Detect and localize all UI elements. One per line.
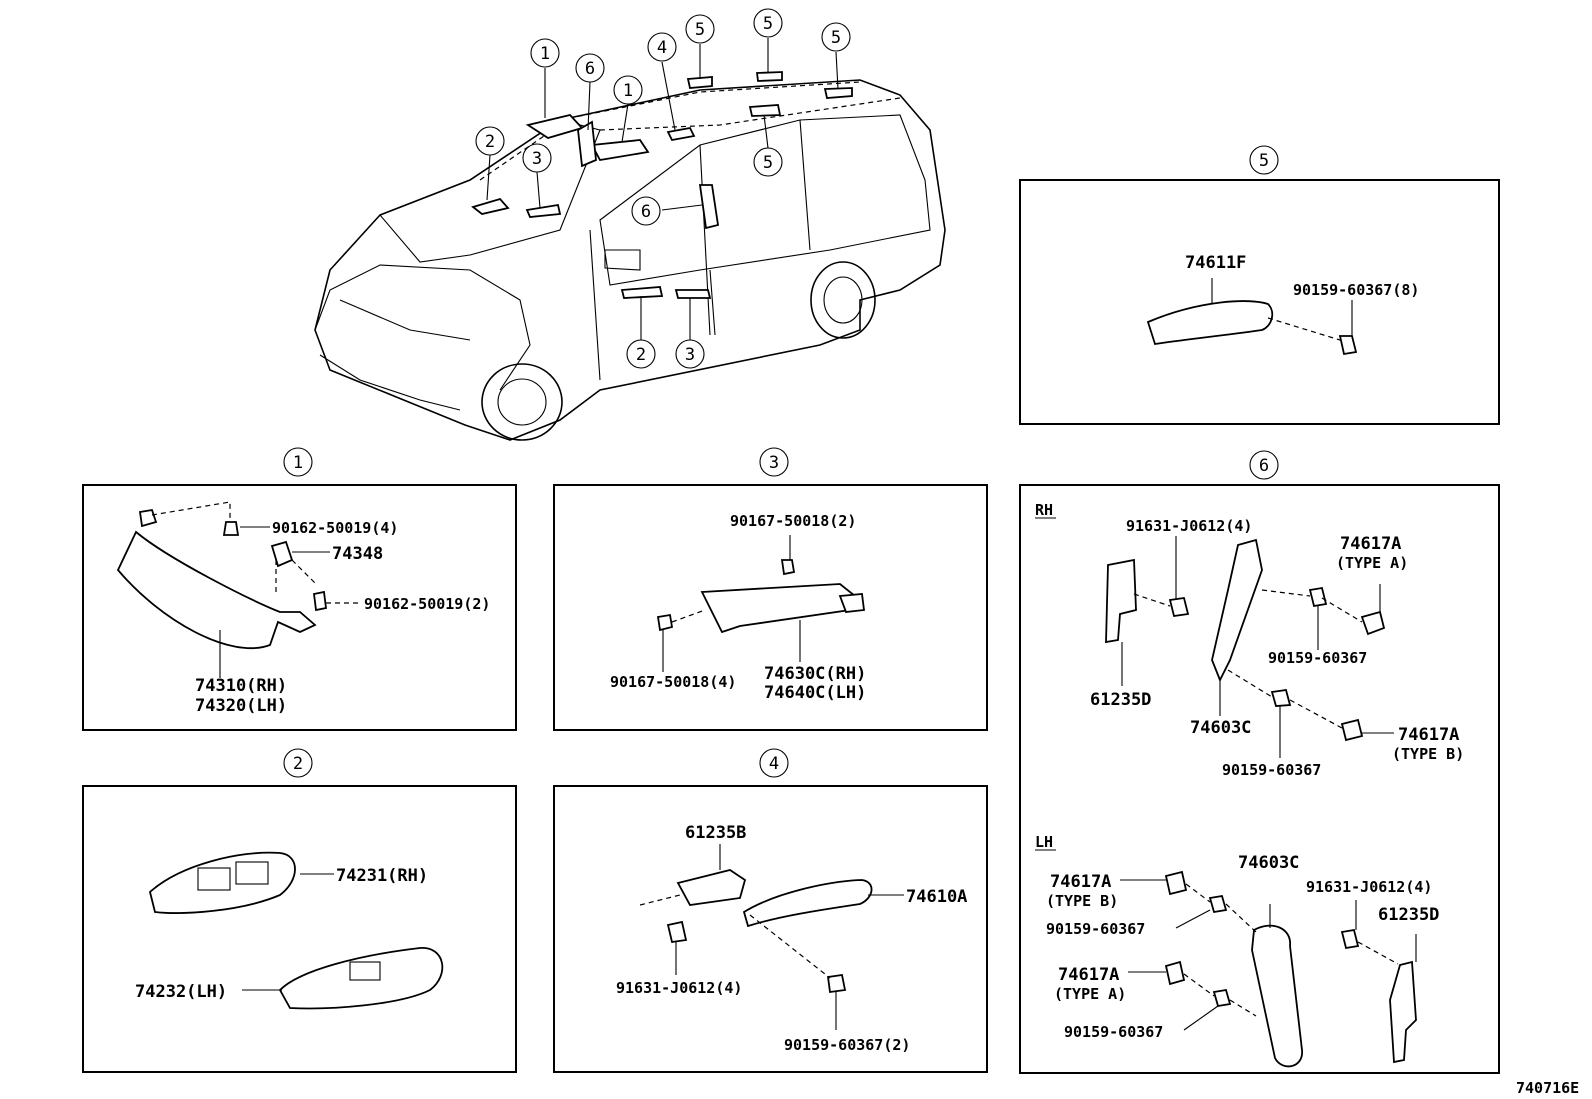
vehicle-callouts: 1 6 1 4 5 5 5 5 2 3 6 2 3 bbox=[475, 8, 851, 369]
panel-6-lh-bolt-label: 91631-J0612(4) bbox=[1306, 878, 1432, 896]
panel-5-title: 5 bbox=[1259, 151, 1269, 171]
grip-74611f-part bbox=[1146, 300, 1274, 346]
sun-visor-part bbox=[116, 530, 317, 650]
panel-6-rh-bracket-label: 61235D bbox=[1090, 690, 1151, 710]
panel-2-title: 2 bbox=[293, 754, 303, 774]
panel-6-lh-screw-2-label: 90159-60367 bbox=[1064, 1023, 1163, 1041]
panel-6-rh-screw-1-label: 90159-60367 bbox=[1268, 649, 1367, 667]
panel-1-frame bbox=[82, 484, 517, 731]
panel-6-lh-screw-1-label: 90159-60367 bbox=[1046, 920, 1145, 938]
panel-6-lh-cover-b-label: 74617A bbox=[1050, 872, 1111, 892]
panel-4-title: 4 bbox=[769, 754, 779, 774]
panel-6-assist-grip: 6 RH 91631-J0612(4) 74617A (TYPE A) 9015… bbox=[1019, 450, 1500, 1074]
switch-base-lh-part bbox=[278, 947, 444, 1010]
panel-6-rh-label: RH bbox=[1035, 501, 1053, 519]
lh-bracket-part bbox=[1389, 960, 1417, 1064]
panel-5-grip-label: 74611F bbox=[1185, 253, 1246, 273]
callout-5-c: 5 bbox=[821, 22, 851, 52]
rh-bracket-part bbox=[1105, 558, 1137, 644]
panel-6-title: 6 bbox=[1259, 456, 1269, 476]
panel-6-rh-cover-b-label: 74617A bbox=[1398, 725, 1459, 745]
panel-3-frame bbox=[553, 484, 988, 731]
panel-4-screw-label: 90159-60367(2) bbox=[784, 1036, 910, 1054]
panel-4-assist-grip: 4 61235B 74610A 91631-J0612(4) 90159-603… bbox=[553, 748, 988, 1073]
svg-text:5: 5 bbox=[763, 153, 773, 173]
callout-1-a: 1 bbox=[530, 38, 560, 68]
callout-3-a: 3 bbox=[522, 143, 552, 173]
figure-id: 740716E bbox=[1516, 1079, 1579, 1097]
panel-4-bolt-label: 91631-J0612(4) bbox=[616, 979, 742, 997]
svg-text:5: 5 bbox=[831, 28, 841, 48]
svg-text:2: 2 bbox=[636, 345, 646, 365]
svg-text:6: 6 bbox=[585, 59, 595, 79]
callout-4-a: 4 bbox=[647, 32, 677, 62]
panel-1-sun-visor: 1 90162-50019(4) 74348 90162-50019(2) 74… bbox=[82, 447, 517, 731]
callout-6-a: 6 bbox=[575, 53, 605, 83]
svg-text:6: 6 bbox=[641, 202, 651, 222]
panel-1-screw-2-label: 90162-50019(2) bbox=[364, 595, 490, 613]
panel-6-lh-bracket-label: 61235D bbox=[1378, 905, 1439, 925]
bracket-61235b-part bbox=[676, 869, 747, 906]
callout-6-b: 6 bbox=[631, 196, 661, 226]
panel-3-assist-grip: 3 90167-50018(2) 90167-50018(4) 74630C(R… bbox=[553, 447, 988, 731]
panel-4-grip-label: 74610A bbox=[906, 887, 967, 907]
panel-2-lh-label: 74232(LH) bbox=[135, 982, 227, 1002]
panel-6-rh-screw-2-label: 90159-60367 bbox=[1222, 761, 1321, 779]
panel-6-frame bbox=[1019, 484, 1500, 1074]
panel-6-lh-label: LH bbox=[1035, 833, 1053, 851]
panel-6-rh-cover-a-label: 74617A bbox=[1340, 534, 1401, 554]
panel-3-screw-2-label: 90167-50018(2) bbox=[730, 512, 856, 530]
panel-1-visor-rh-label: 74310(RH) bbox=[195, 676, 287, 696]
panel-2-rh-label: 74231(RH) bbox=[336, 866, 428, 886]
panel-4-frame bbox=[553, 785, 988, 1073]
svg-text:5: 5 bbox=[695, 20, 705, 40]
rh-grip-part bbox=[1211, 538, 1263, 683]
panel-1-title: 1 bbox=[293, 453, 303, 473]
panel-6-rh-grip-label: 74603C bbox=[1190, 718, 1251, 738]
panel-5-frame bbox=[1019, 179, 1500, 425]
callout-5-b: 5 bbox=[753, 8, 783, 38]
panel-6-rh-type-b-label: (TYPE B) bbox=[1392, 745, 1464, 763]
svg-text:3: 3 bbox=[532, 149, 542, 169]
callout-2-a: 2 bbox=[475, 126, 505, 156]
panel-1-visor-lh-label: 74320(LH) bbox=[195, 696, 287, 716]
svg-text:1: 1 bbox=[623, 81, 633, 101]
panel-6-rh-bolt-label: 91631-J0612(4) bbox=[1126, 517, 1252, 535]
panel-6-lh-type-b-label: (TYPE B) bbox=[1046, 892, 1118, 910]
panel-6-lh-cover-a-label: 74617A bbox=[1058, 965, 1119, 985]
callout-5-d: 5 bbox=[753, 147, 783, 177]
panel-6-rh-type-a-label: (TYPE A) bbox=[1336, 554, 1408, 572]
panel-3-screw-4-label: 90167-50018(4) bbox=[610, 673, 736, 691]
panel-4-bracket-label: 61235B bbox=[685, 823, 746, 843]
panel-5-assist-grip: 5 74611F 90159-60367(8) bbox=[1019, 145, 1500, 425]
panel-3-grip-lh-label: 74640C(LH) bbox=[764, 683, 866, 703]
svg-text:3: 3 bbox=[685, 345, 695, 365]
callout-5-a: 5 bbox=[685, 14, 715, 44]
panel-1-clip-label: 74348 bbox=[332, 544, 383, 564]
callout-2-b: 2 bbox=[626, 339, 656, 369]
panel-2-switch-base: 2 74231(RH) 74232(LH) bbox=[82, 748, 517, 1073]
callout-3-b: 3 bbox=[675, 339, 705, 369]
panel-3-title: 3 bbox=[769, 453, 779, 473]
svg-text:4: 4 bbox=[657, 38, 667, 58]
callout-1-b: 1 bbox=[613, 75, 643, 105]
panel-2-frame bbox=[82, 785, 517, 1073]
svg-text:1: 1 bbox=[540, 44, 550, 64]
svg-text:2: 2 bbox=[485, 132, 495, 152]
panel-6-lh-type-a-label: (TYPE A) bbox=[1054, 985, 1126, 1003]
panel-1-screw-4-label: 90162-50019(4) bbox=[272, 519, 398, 537]
vehicle-illustration bbox=[314, 38, 946, 441]
grip-74610a-part bbox=[742, 879, 873, 928]
svg-text:5: 5 bbox=[763, 14, 773, 34]
panel-6-lh-grip-label: 74603C bbox=[1238, 853, 1299, 873]
panel-3-grip-rh-label: 74630C(RH) bbox=[764, 664, 866, 684]
lh-grip-part bbox=[1251, 924, 1303, 1068]
panel-5-screw-label: 90159-60367(8) bbox=[1293, 281, 1419, 299]
switch-base-rh-part bbox=[148, 851, 296, 914]
assist-grip-part bbox=[700, 583, 862, 634]
